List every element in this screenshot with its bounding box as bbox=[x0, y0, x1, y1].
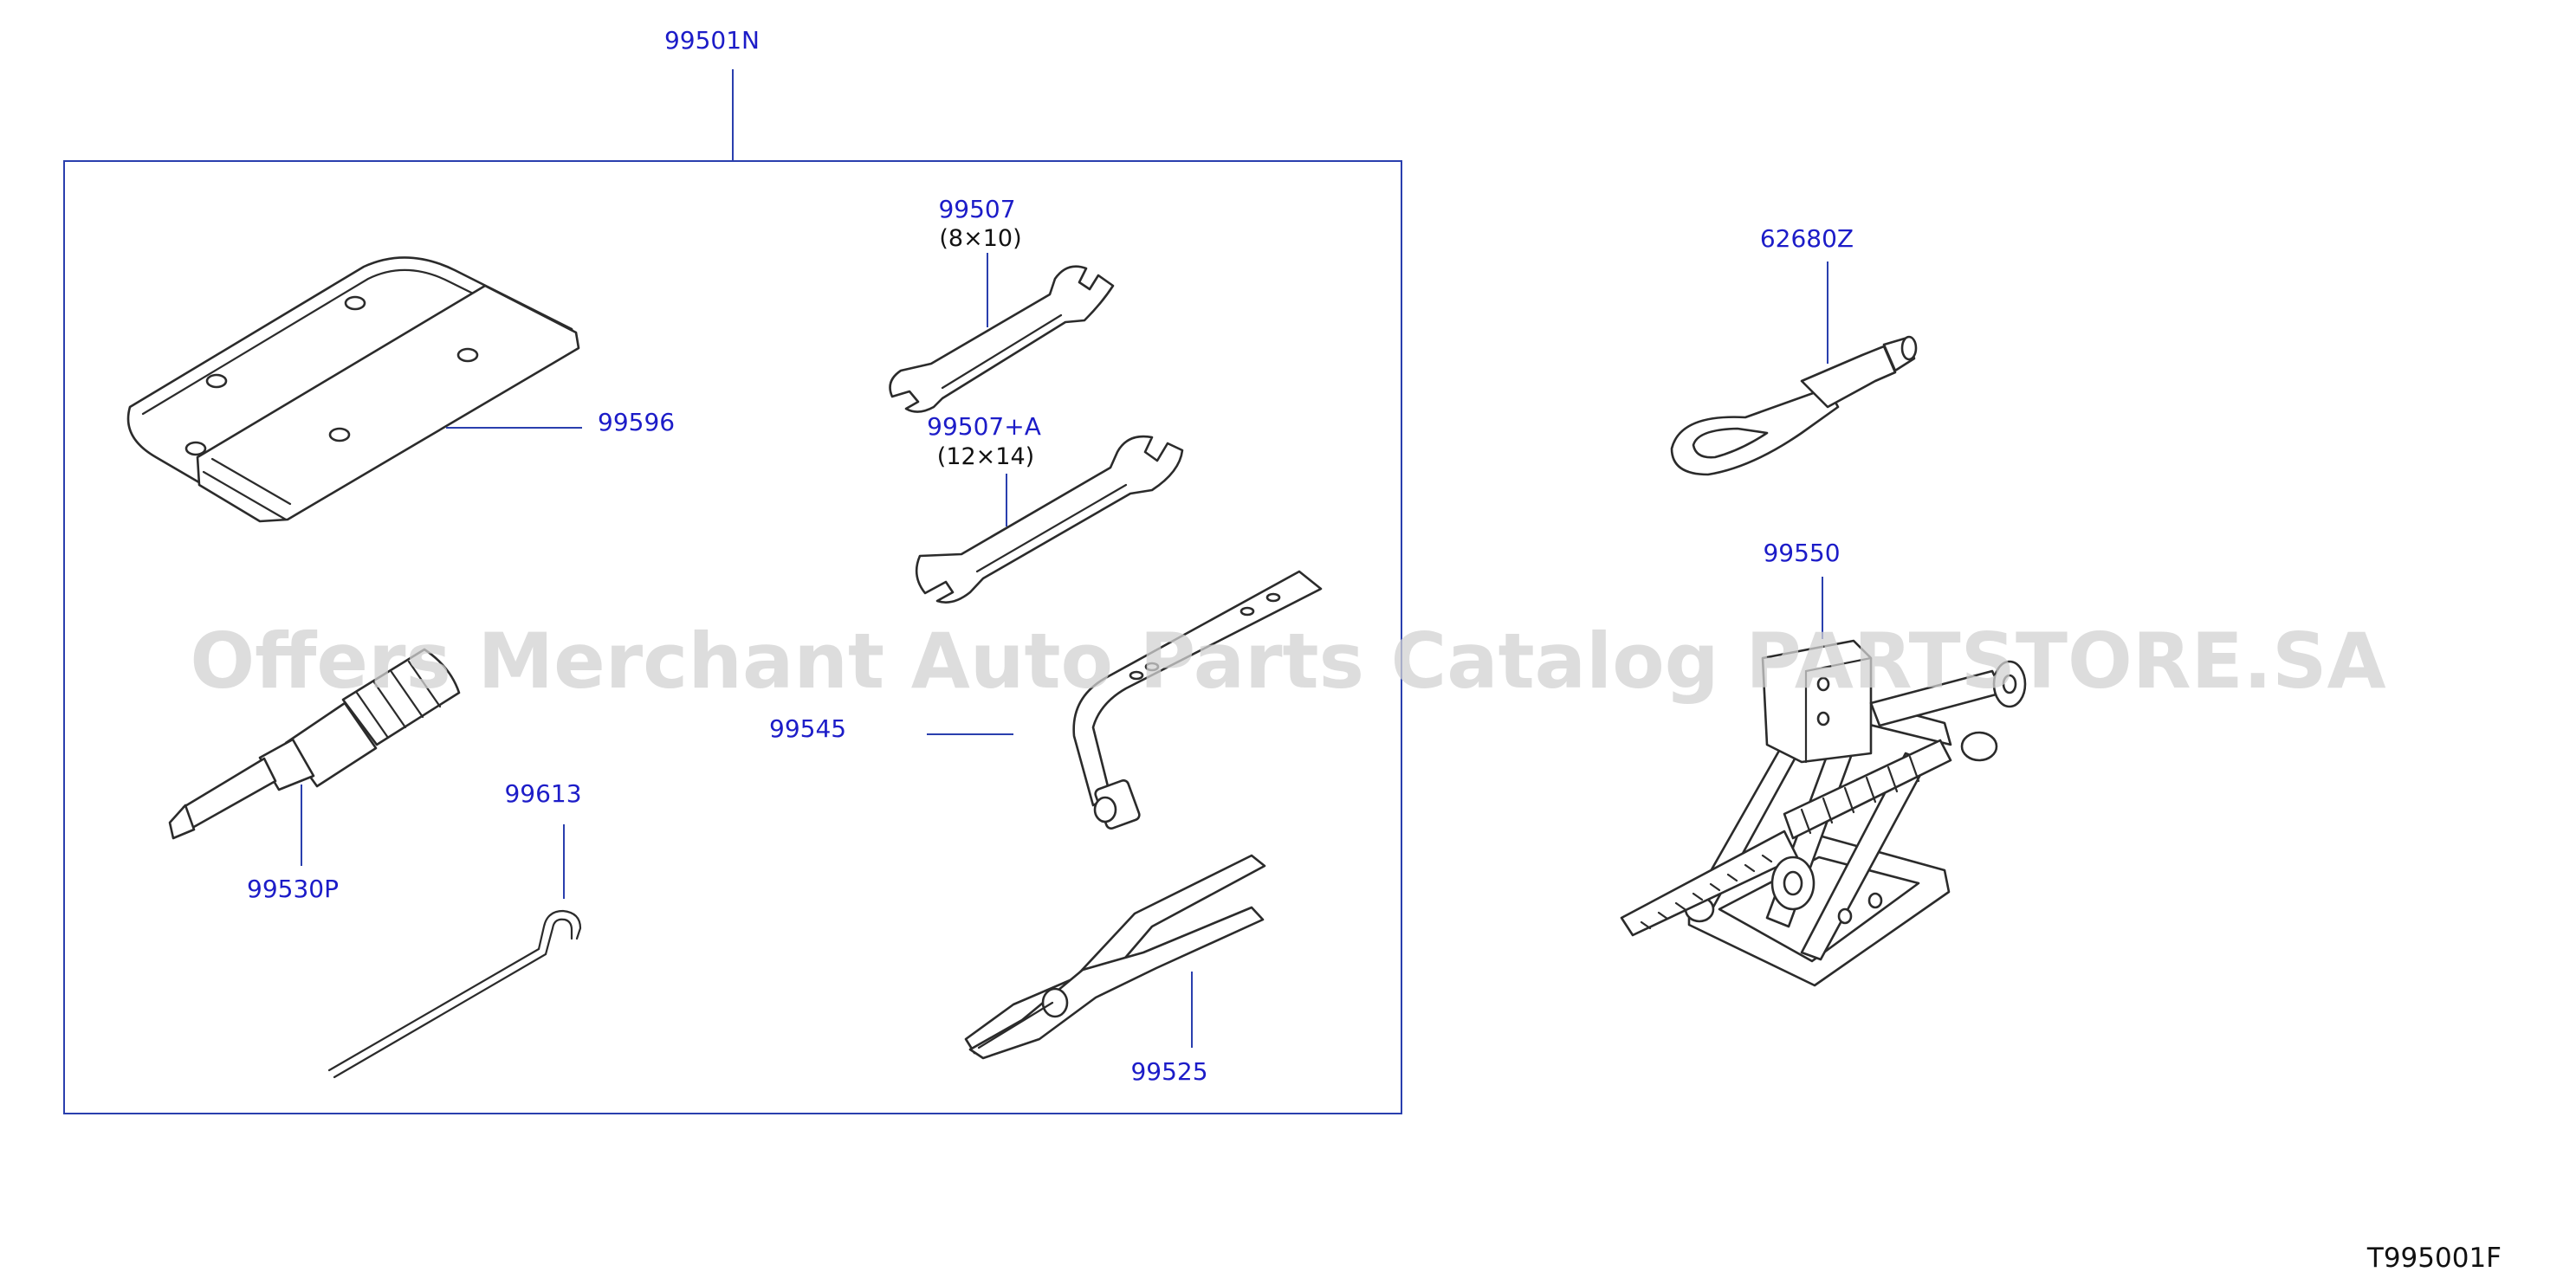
watermark-text: Offers Merchant Auto Parts Catalog PARTS… bbox=[190, 617, 2385, 706]
tool-bag-icon bbox=[126, 256, 580, 523]
pliers-icon bbox=[964, 854, 1266, 1060]
screwdriver-part-label[interactable]: 99530P bbox=[247, 875, 339, 903]
wheel-wrench-part-label[interactable]: 99545 bbox=[769, 714, 846, 743]
tool-bag-part-label[interactable]: 99596 bbox=[598, 408, 675, 436]
wrench-large-size-label: (12×14) bbox=[937, 443, 1034, 470]
jack-part-label[interactable]: 99550 bbox=[1763, 539, 1840, 567]
tow-hook-part-label[interactable]: 62680Z bbox=[1760, 224, 1854, 253]
wrench-icon bbox=[915, 435, 1184, 604]
wrench-small-size-label: (8×10) bbox=[939, 225, 1021, 252]
screwdriver-icon bbox=[168, 648, 461, 840]
pliers-part-label[interactable]: 99525 bbox=[1130, 1057, 1207, 1086]
kit-part-label[interactable]: 99501N bbox=[664, 26, 760, 55]
wrench-small-part-label[interactable]: 99507 bbox=[938, 195, 1015, 223]
diagram-code: T995001F bbox=[2366, 1243, 2502, 1274]
wrench-large-part-label[interactable]: 99507+A bbox=[927, 412, 1041, 441]
wheel-wrench-icon bbox=[1072, 570, 1323, 830]
scissor-jack-icon bbox=[1620, 639, 2027, 987]
wrench-icon bbox=[889, 265, 1115, 413]
tow-hook-icon bbox=[1670, 335, 1918, 476]
hook-part-label[interactable]: 99613 bbox=[504, 779, 581, 808]
hook-icon bbox=[327, 909, 582, 1079]
